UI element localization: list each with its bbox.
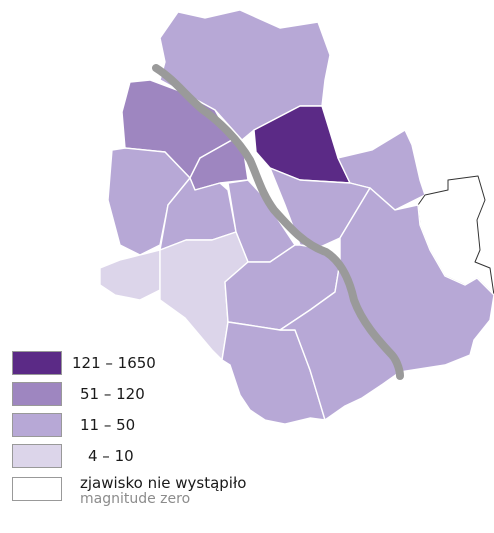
- district-southwest-a: [99, 249, 161, 301]
- legend-label: 11 – 50: [80, 416, 136, 434]
- legend-swatch: [12, 382, 62, 406]
- legend-item-11-50: 11 – 50: [12, 413, 246, 437]
- legend-swatch: [12, 444, 62, 468]
- legend-label: 4 – 10: [88, 447, 134, 465]
- legend-label: 121 – 1650: [72, 354, 156, 372]
- legend-item-121-1650: 121 – 1650: [12, 351, 246, 375]
- legend: 121 – 1650 51 – 120 11 – 50 4 – 10 zjawi…: [12, 351, 246, 518]
- legend-zero-subtext: magnitude zero: [80, 491, 191, 507]
- legend-swatch: [12, 413, 62, 437]
- legend-label: 51 – 120: [80, 385, 145, 403]
- legend-zero-label: zjawisko nie wystąpiło magnitude zero: [80, 475, 246, 507]
- legend-zero-text: zjawisko nie wystąpiło: [80, 474, 247, 492]
- legend-swatch: [12, 351, 62, 375]
- legend-item-zero: zjawisko nie wystąpiło magnitude zero: [12, 475, 246, 511]
- district-south-east-bottom: [279, 261, 401, 421]
- legend-swatch: [12, 477, 62, 501]
- legend-item-4-10: 4 – 10: [12, 444, 246, 468]
- legend-item-51-120: 51 – 120: [12, 382, 246, 406]
- river: [152, 64, 404, 380]
